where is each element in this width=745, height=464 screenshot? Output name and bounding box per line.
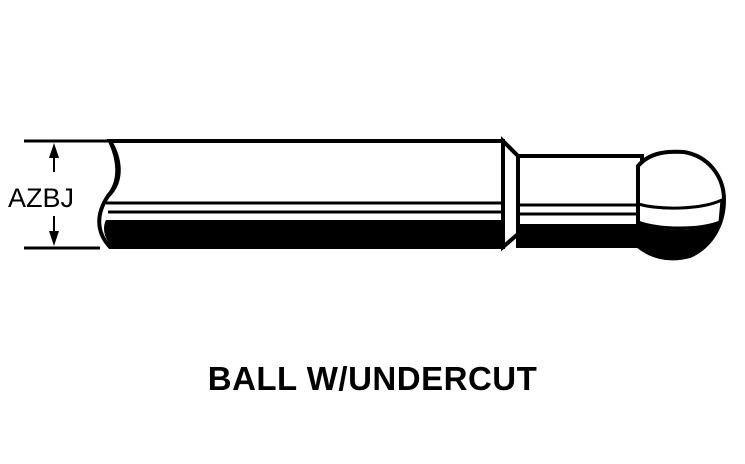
- shaft-shoulder: [501, 136, 520, 252]
- dimension-arrow-upper: [49, 143, 59, 172]
- undercut-neck: [516, 154, 644, 248]
- ball-end: [636, 149, 727, 261]
- main-shaft: [97, 139, 505, 249]
- dimension-extension-lines: [24, 139, 100, 250]
- dimension-label: AZBJ: [8, 183, 74, 213]
- diagram-caption: BALL W/UNDERCUT: [207, 360, 538, 397]
- dimension-arrow-lower: [49, 216, 59, 246]
